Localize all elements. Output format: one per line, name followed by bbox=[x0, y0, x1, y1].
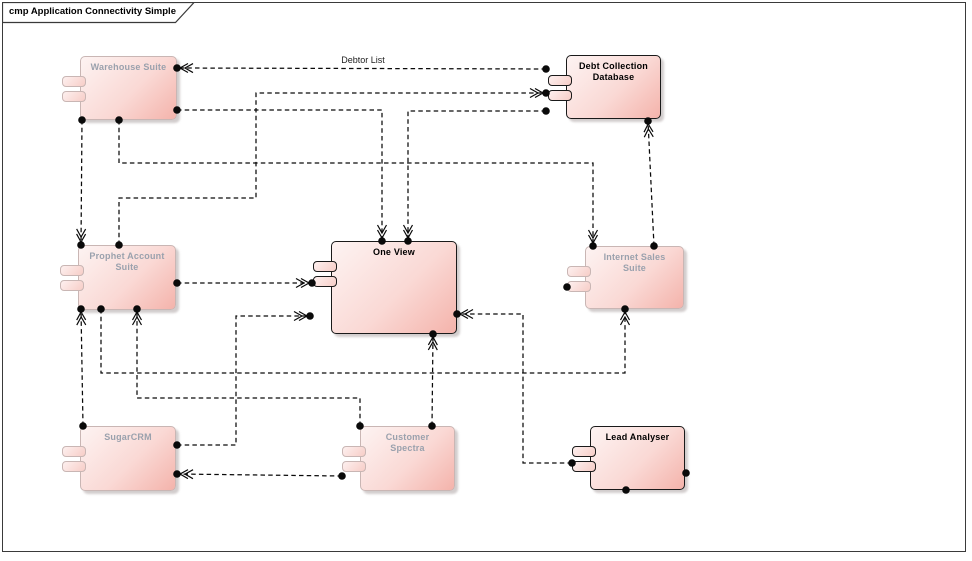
component-icon bbox=[342, 461, 366, 472]
component-icon bbox=[567, 266, 591, 277]
frame-tab: cmp Application Connectivity Simple bbox=[2, 2, 202, 26]
component-one-view[interactable]: One View bbox=[313, 241, 457, 334]
component-title-line: Suite bbox=[622, 263, 646, 273]
component-title-line: Database bbox=[592, 72, 635, 82]
component-icon bbox=[548, 75, 572, 86]
component-warehouse-suite[interactable]: Warehouse Suite bbox=[62, 56, 177, 120]
component-title-line: One View bbox=[373, 247, 415, 257]
component-icon bbox=[60, 265, 84, 276]
component-title-line: Debt Collection bbox=[578, 61, 648, 71]
component-icon bbox=[60, 280, 84, 291]
component-title-line: Warehouse Suite bbox=[90, 62, 167, 72]
component-title-line: Customer bbox=[385, 432, 430, 442]
component-icon bbox=[62, 76, 86, 87]
component-title-line: Lead Analyser bbox=[605, 432, 670, 442]
component-sugarcrm[interactable]: SugarCRM bbox=[62, 426, 176, 491]
component-icon bbox=[342, 446, 366, 457]
component-title: SugarCRM bbox=[81, 432, 175, 443]
component-icon bbox=[62, 461, 86, 472]
diagram-frame bbox=[2, 2, 966, 552]
component-title-line: Internet Sales bbox=[603, 252, 666, 262]
component-title-line: Prophet Account bbox=[89, 251, 165, 261]
component-title: Warehouse Suite bbox=[81, 62, 176, 73]
component-icon bbox=[313, 276, 337, 287]
component-icon bbox=[572, 461, 596, 472]
component-title-line: Spectra bbox=[390, 443, 425, 453]
component-title-line: Suite bbox=[115, 262, 139, 272]
component-icon bbox=[572, 446, 596, 457]
frame-title: cmp Application Connectivity Simple bbox=[9, 6, 176, 17]
component-icon bbox=[567, 281, 591, 292]
component-title: Lead Analyser bbox=[591, 432, 684, 443]
component-title: One View bbox=[332, 247, 456, 258]
frame-tab-shape bbox=[2, 2, 196, 24]
component-icon bbox=[62, 446, 86, 457]
component-lead-analyser[interactable]: Lead Analyser bbox=[572, 426, 685, 490]
component-icon bbox=[313, 261, 337, 272]
component-icon bbox=[62, 91, 86, 102]
component-title-line: SugarCRM bbox=[104, 432, 152, 442]
component-icon bbox=[548, 90, 572, 101]
